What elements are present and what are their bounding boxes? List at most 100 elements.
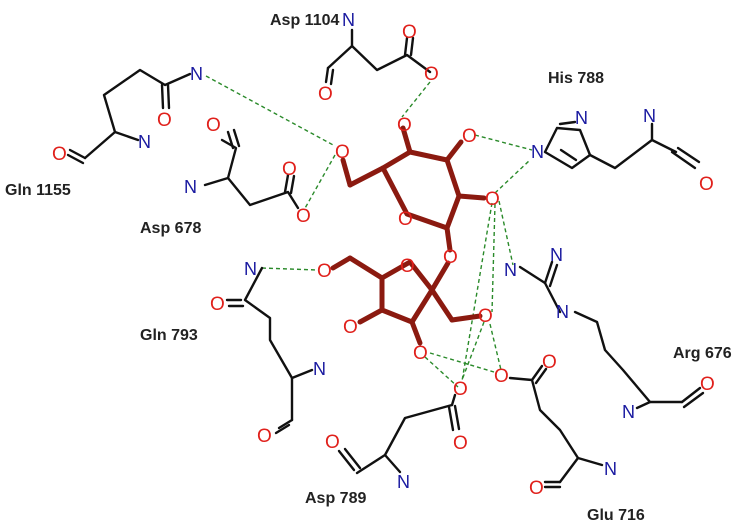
oxygen-atom: O	[317, 261, 332, 282]
oxygen-atom: O	[699, 174, 714, 195]
ligand-bond	[429, 287, 455, 323]
asp789-bond	[450, 393, 457, 407]
nitrogen-atom: N	[342, 10, 355, 30]
oxygen-atom: O	[343, 317, 358, 338]
oxygen-atom: O	[52, 144, 67, 165]
oxygen-atom: O	[398, 209, 413, 230]
hbond	[461, 202, 493, 382]
oxygen-atom: O	[397, 115, 412, 136]
gln1155-bond	[66, 153, 85, 165]
atom-labels: O O O O O O O O O O O O O O O O O O O O …	[52, 10, 715, 499]
residue-label-asp1104: Asp 1104	[270, 12, 339, 29]
nitrogen-atom: N	[575, 108, 588, 128]
oxygen-atom: O	[485, 189, 500, 210]
gln793-bond	[290, 368, 314, 380]
his788-chain	[588, 138, 678, 170]
oxygen-atom: O	[210, 294, 225, 315]
asp1104-bond	[409, 36, 415, 57]
asp789-bond	[383, 453, 402, 474]
oxygen-atom: O	[400, 256, 415, 277]
nitrogen-atom: N	[184, 177, 197, 197]
arg676-bond	[682, 391, 705, 409]
asp1104-bond	[403, 36, 409, 57]
glu716-bond	[534, 367, 548, 385]
ligand-bond	[357, 307, 385, 325]
oxygen-atom: O	[529, 478, 544, 499]
nitrogen-atom: N	[531, 142, 544, 162]
oxygen-atom: O	[462, 126, 477, 147]
nitrogen-atom: N	[504, 260, 517, 280]
ligand-bond	[456, 193, 487, 201]
hbond	[498, 200, 514, 266]
hbond	[474, 134, 533, 151]
oxygen-atom: O	[206, 115, 221, 136]
residue-label-arg676: Arg 676	[673, 345, 732, 362]
oxygen-atom: O	[478, 306, 493, 327]
gln1155-bond	[166, 83, 171, 110]
oxygen-atom: O	[453, 379, 468, 400]
hbond	[303, 154, 336, 211]
nitrogen-atom: N	[550, 245, 563, 265]
asp1104-chain	[326, 44, 432, 74]
residue-label-asp678: Asp 678	[140, 220, 201, 237]
his788-bond	[558, 120, 577, 126]
hbond	[489, 323, 502, 371]
asp789-bond	[337, 449, 356, 472]
oxygen-atom: O	[453, 433, 468, 454]
gln793-chain	[243, 266, 294, 422]
asp789-bond	[343, 447, 362, 470]
residue-bonds	[66, 28, 705, 489]
arg676-bond	[548, 263, 559, 288]
ligand-bond	[444, 225, 453, 253]
hbond	[429, 352, 495, 373]
nitrogen-atom: N	[604, 459, 617, 479]
ligand-bond	[330, 255, 353, 271]
asp678-bond	[289, 174, 296, 195]
nitrogen-atom: N	[556, 302, 569, 322]
hbond	[424, 356, 459, 388]
oxygen-atom: O	[318, 84, 333, 105]
oxygen-atom: O	[157, 110, 172, 131]
his788-ring	[543, 126, 592, 170]
asp678-bond	[226, 130, 235, 150]
oxygen-atom: O	[257, 426, 272, 447]
arg676-bond	[680, 386, 702, 404]
oxygen-atom: O	[700, 374, 715, 395]
hbond	[205, 75, 336, 147]
residue-label-gln793: Gln 793	[140, 327, 198, 344]
asp789-bond	[453, 404, 461, 431]
furanose-ring	[379, 259, 435, 325]
arg676-bond	[635, 400, 652, 410]
his788-bond	[670, 150, 697, 170]
hydrogen-bonds	[205, 75, 533, 388]
nitrogen-atom: N	[313, 359, 326, 379]
his788-bond	[676, 146, 701, 164]
oxygen-atom: O	[282, 159, 297, 180]
glu716-bond	[576, 456, 604, 467]
residue-label-his788: His 788	[548, 70, 604, 87]
asp678-bond	[232, 128, 241, 148]
asp678-bond	[283, 173, 290, 194]
hbond	[401, 81, 431, 118]
his788-bond	[559, 148, 578, 162]
nitrogen-atom: N	[138, 132, 151, 152]
ligand-bond	[347, 165, 386, 188]
pyranose-ring	[380, 149, 462, 231]
oxygen-atom: O	[335, 142, 350, 163]
asp678-chain	[203, 138, 238, 187]
asp1104-bond	[329, 68, 335, 86]
oxygen-atom: O	[325, 432, 340, 453]
oxygen-atom: O	[542, 352, 557, 373]
oxygen-atom: O	[494, 366, 509, 387]
gln1155-chain	[83, 68, 192, 160]
gln1155-bond	[113, 130, 140, 142]
nitrogen-atom: N	[643, 106, 656, 126]
asp789-bond	[447, 405, 455, 432]
oxygen-atom: O	[402, 22, 417, 43]
nitrogen-atom: N	[244, 259, 257, 279]
nitrogen-atom: N	[190, 64, 203, 84]
ligand-bond	[449, 313, 483, 323]
arg676-chain	[573, 310, 684, 404]
asp1104-bond	[324, 66, 330, 84]
